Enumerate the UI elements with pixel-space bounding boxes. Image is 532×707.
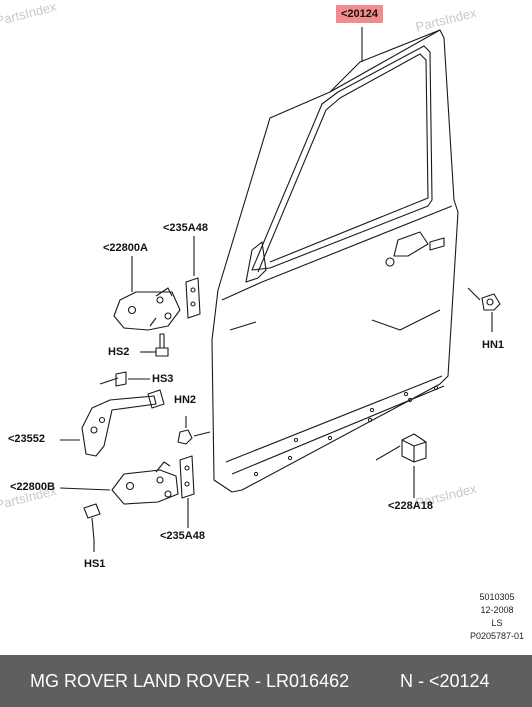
nut-hn2 — [177, 429, 193, 445]
door-lower-line — [225, 375, 443, 463]
stamp-code: 5010305 — [479, 592, 515, 602]
stamp-date: 12-2008 — [480, 605, 514, 615]
callout-door[interactable]: <20124 — [336, 5, 384, 23]
callout-bolt-hs2[interactable]: HS2 — [108, 346, 130, 358]
callout-bracket-lower[interactable]: <235A48 — [160, 530, 205, 542]
callout-nut-hn2[interactable]: HN2 — [174, 394, 197, 406]
bolt-hs2 — [155, 333, 169, 357]
callout-check-strap[interactable]: <23552 — [8, 433, 46, 445]
door-panel-outline — [211, 29, 459, 493]
stamp-initials: LS — [491, 618, 503, 628]
upper-hinge — [113, 291, 181, 331]
window-opening — [251, 45, 433, 271]
mirror-mount — [245, 241, 267, 283]
upper-bracket — [185, 277, 201, 319]
drawing-stamp: 5010305 12-2008 LS P0205787-01 — [470, 591, 524, 643]
lower-hinge — [111, 469, 179, 505]
callout-bolt-hs1[interactable]: HS1 — [84, 558, 106, 570]
parts-diagram — [59, 27, 501, 552]
bolt-hs1 — [83, 503, 101, 541]
window-frame — [329, 29, 441, 93]
bolt-hs3 — [99, 371, 127, 387]
callout-bumper[interactable]: <228A18 — [388, 500, 433, 512]
callout-bracket-upper[interactable]: <235A48 — [163, 222, 208, 234]
callout-hinge-lower[interactable]: <22800B — [10, 481, 55, 493]
door-beltline — [221, 205, 453, 301]
bumper-228a18 — [401, 433, 427, 463]
check-strap — [81, 395, 157, 457]
callout-nut-hn1[interactable]: HN1 — [482, 339, 505, 351]
footer-position: N - <20124 — [400, 670, 490, 691]
callout-hinge-upper[interactable]: <22800A — [103, 242, 148, 254]
footer-bar: MG ROVER LAND ROVER - LR016462 N - <2012… — [0, 655, 532, 707]
footer-part-number: MG ROVER LAND ROVER - LR016462 — [30, 670, 350, 691]
stamp-ref: P0205787-01 — [469, 631, 524, 641]
callout-bolt-hs3[interactable]: HS3 — [152, 373, 174, 385]
lower-bracket — [179, 455, 195, 499]
door-handle — [393, 231, 429, 257]
nut-hn1 — [481, 293, 501, 311]
